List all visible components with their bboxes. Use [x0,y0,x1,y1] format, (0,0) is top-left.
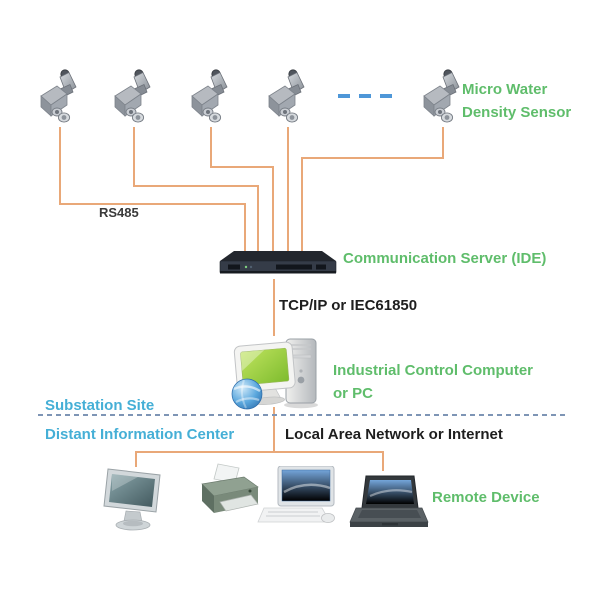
water-density-sensor-icon [33,66,87,126]
rack-server-icon [219,251,337,274]
water-density-sensor-icon [184,66,238,126]
rs485-label: RS485 [99,205,139,220]
wire-sensor5-to-server [301,127,444,251]
remote-monitor-icon [103,468,161,531]
lan-label: Local Area Network or Internet [285,426,503,443]
printer-icon [201,463,259,513]
water-density-sensor-icon [261,66,315,126]
wire-sensor3-to-server [210,127,274,251]
industrial-computer-icon [231,338,318,410]
server-label: Communication Server (IDE) [343,250,547,267]
laptop-icon [349,475,429,527]
desktop-computer-icon [257,466,335,524]
remote-device-label: Remote Device [432,489,540,506]
wire-sensor1-to-server [59,127,246,251]
sensor-label: Micro Water Density Sensor [462,81,572,121]
wire-sensor2-to-server [133,127,259,251]
water-density-sensor-icon [107,66,161,126]
tcpip-label: TCP/IP or IEC61850 [279,297,418,314]
substation-site-label: Substation Site [45,397,155,414]
computer-label: Industrial Control Computer or PC [333,362,533,402]
distant-information-center-label: Distant Information Center [45,426,235,443]
